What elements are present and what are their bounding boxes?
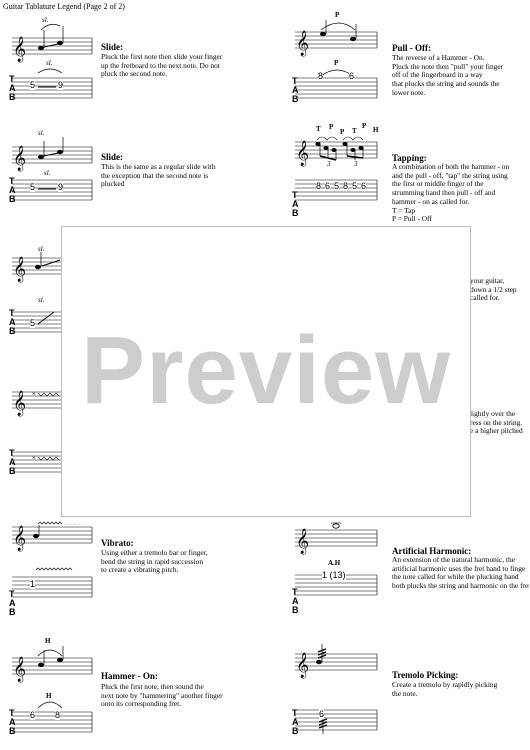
treble-clef-icon: 𝄞 — [13, 36, 26, 62]
pull-off-tab-mark-label: P — [334, 59, 339, 67]
treble-clef-icon: 𝄞 — [13, 390, 26, 416]
fret-number: 6 — [361, 181, 367, 191]
tremolo-picking-term: Tremolo Picking: — [392, 670, 459, 680]
pull-mark: P — [329, 123, 334, 131]
fret-number: 8 — [316, 181, 322, 191]
treble-clef-icon: 𝄞 — [13, 525, 26, 551]
vibrato-description: Using either a tremolo bar or finger,ben… — [101, 548, 208, 575]
pull-off-description: The reverse of a Hammer - On.Pluck the n… — [392, 53, 504, 97]
fret-number: 5 — [334, 181, 340, 191]
svg-text:· · · · ·: · · · · · — [64, 522, 80, 528]
treble-clef-icon: 𝄞 — [13, 656, 26, 682]
slide-plucked-term: Slide: — [101, 152, 124, 162]
fret-number: 8 — [343, 181, 349, 191]
triplet-mark: 3 — [327, 160, 331, 168]
fret-number: 8 — [318, 71, 324, 81]
tap-mark: T — [316, 125, 321, 133]
pull-off-term: Pull - Off: — [392, 43, 431, 53]
fret-number: 5 — [30, 182, 36, 192]
slide-tab-mark-label: sl. — [38, 296, 45, 304]
slide-description: Pluck the first note then slide your fin… — [101, 52, 223, 79]
page-title: Guitar Tablature Legend (Page 2 of 2) — [3, 2, 125, 11]
hammer-mark-label: H — [45, 637, 51, 645]
slide-mark-label: sl. — [38, 245, 45, 253]
slide-tab-mark-label: sl. — [44, 169, 51, 177]
fret-number: 6 — [349, 71, 355, 81]
tapping-term: Tapping: — [392, 153, 427, 163]
fret-number: 1 (13) — [322, 570, 346, 580]
fret-number: 6 — [30, 710, 36, 720]
fret-number: 6 — [325, 181, 331, 191]
slide-mark-label: sl. — [38, 129, 45, 137]
slide-staff-svg: 𝄞 — [12, 23, 93, 99]
hammer-tab-mark-label: H — [46, 692, 52, 700]
fret-number: 9 — [58, 80, 64, 90]
artificial-harmonic-term: Artificial Harmonic: — [392, 546, 472, 556]
hammer-on-term: Hammer - On: — [101, 671, 158, 681]
triplet-mark: 3 — [354, 160, 358, 168]
fret-number: 8 — [55, 710, 61, 720]
slide-plucked-description: This is the same as a regular slide with… — [101, 162, 216, 189]
fret-number: 5 — [352, 181, 358, 191]
pull-off-mark-label: P — [335, 11, 340, 19]
pull-mark: P — [362, 122, 367, 130]
fret-number: 1 — [30, 579, 36, 589]
fret-number: 5 — [30, 80, 36, 90]
treble-clef-icon: 𝄞 — [13, 256, 26, 282]
svg-text:×: × — [32, 454, 36, 462]
svg-text:×: × — [32, 390, 36, 398]
fret-number: 9 — [58, 182, 64, 192]
fret-number: 6 — [319, 709, 325, 719]
harmonic-mark-label: A.H — [328, 559, 341, 567]
slide-mark-label: sl. — [42, 16, 49, 24]
treble-clef-icon: 𝄞 — [13, 145, 26, 171]
treble-clef-icon: 𝄞 — [296, 528, 309, 554]
preview-watermark-panel: Preview — [61, 226, 471, 517]
treble-clef-icon: 𝄞 — [296, 652, 309, 678]
slide-term: Slide: — [101, 42, 124, 52]
treble-clef-icon: 𝄞 — [296, 140, 309, 166]
treble-clef-icon: 𝄞 — [296, 30, 309, 56]
pull-mark: P — [340, 128, 345, 136]
artificial-harmonic-description: An extension of the natural harmonic, th… — [392, 556, 529, 591]
tap-mark: T — [352, 127, 357, 135]
fret-number: 5 — [30, 318, 36, 328]
slide-tab-mark-label: sl. — [46, 59, 53, 67]
hammer-mark: H — [373, 126, 379, 134]
vibrato-term: Vibrato: — [101, 538, 134, 548]
preview-watermark-text: Preview — [81, 317, 451, 424]
